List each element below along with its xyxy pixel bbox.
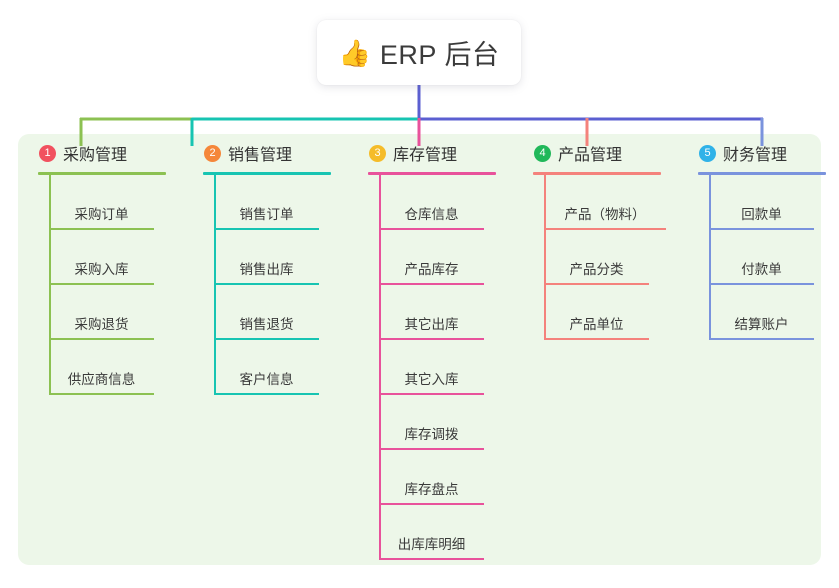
branch-badge-1: 1 [39,144,56,162]
root-node-card[interactable]: 👍 ERP 后台 [317,20,521,85]
leaf-label: 出库库明细 [397,537,466,552]
leaf-item[interactable]: 供应商信息 [49,340,154,395]
branch-title-sales: 销售管理 [228,147,293,164]
leaf-label: 销售订单 [239,207,294,222]
leaf-label: 产品单位 [569,317,624,332]
branch-title-finance: 财务管理 [723,147,788,164]
leaf-label: 供应商信息 [67,372,136,387]
branch-title-inventory: 库存管理 [393,147,458,164]
leaf-item[interactable]: 销售出库 [214,230,319,285]
branch-column-product: 4 产品管理 产品（物料） 产品分类 产品单位 [531,134,696,340]
leaf-label: 产品（物料） [564,207,646,222]
leaf-item[interactable]: 采购入库 [49,230,154,285]
branch-title-purchasing: 采购管理 [63,147,128,164]
branch-underline-5 [698,172,826,175]
branch-underline-3 [368,172,496,175]
leaf-label: 产品库存 [404,262,459,277]
leaf-label: 销售出库 [239,262,294,277]
branch-column-finance: 5 财务管理 回款单 付款单 结算账户 [696,134,839,340]
leaf-label: 其它入库 [404,372,459,387]
leaf-label: 采购订单 [74,207,129,222]
leaf-label: 付款单 [741,262,782,277]
leaf-list-inventory: 仓库信息 产品库存 其它出库 其它入库 库存调拨 库存盘点 出库 [379,175,531,560]
leaf-label: 库存调拨 [404,427,459,442]
leaf-item[interactable]: 仓库信息 [379,175,484,230]
branch-spine-1 [49,175,51,395]
branch-badge-2: 2 [204,144,221,162]
branch-column-sales: 2 销售管理 销售订单 销售出库 销售退货 客户信息 [201,134,366,395]
branch-header-finance[interactable]: 5 财务管理 [696,134,839,172]
leaf-label: 结算账户 [734,317,789,332]
branch-header-sales[interactable]: 2 销售管理 [201,134,366,172]
branch-badge-3: 3 [369,144,386,162]
branch-underline-4 [533,172,661,175]
branch-spine-5 [709,175,711,340]
leaf-item[interactable]: 客户信息 [214,340,319,395]
leaf-item[interactable]: 回款单 [709,175,814,230]
branch-underline-2 [203,172,331,175]
branch-spine-3 [379,175,381,560]
leaf-item[interactable]: 采购订单 [49,175,154,230]
leaf-item[interactable]: 产品分类 [544,230,649,285]
branch-spine-4 [544,175,546,340]
leaf-label: 客户信息 [239,372,294,387]
content-panel [18,134,821,565]
leaf-item[interactable]: 付款单 [709,230,814,285]
branch-column-purchasing: 1 采购管理 采购订单 采购入库 采购退货 供应商信息 [36,134,201,395]
branch-column-inventory: 3 库存管理 仓库信息 产品库存 其它出库 其它入库 库存调拨 [366,134,531,560]
leaf-label: 采购退货 [74,317,129,332]
leaf-item[interactable]: 销售订单 [214,175,319,230]
branch-spine-2 [214,175,216,395]
leaf-item[interactable]: 结算账户 [709,285,814,340]
leaf-item[interactable]: 产品单位 [544,285,649,340]
leaf-item[interactable]: 其它出库 [379,285,484,340]
leaf-label: 回款单 [741,207,782,222]
branch-header-purchasing[interactable]: 1 采购管理 [36,134,201,172]
leaf-item[interactable]: 其它入库 [379,340,484,395]
leaf-label: 采购入库 [74,262,129,277]
thumbs-up-emoji: 👍 [338,37,371,68]
branch-badge-4: 4 [534,144,551,162]
branch-header-product[interactable]: 4 产品管理 [531,134,696,172]
leaf-item[interactable]: 产品库存 [379,230,484,285]
leaf-item[interactable]: 出库库明细 [379,505,484,560]
leaf-list-purchasing: 采购订单 采购入库 采购退货 供应商信息 [49,175,201,395]
leaf-label: 销售退货 [239,317,294,332]
leaf-item[interactable]: 库存盘点 [379,450,484,505]
branch-header-inventory[interactable]: 3 库存管理 [366,134,531,172]
leaf-item[interactable]: 采购退货 [49,285,154,340]
leaf-label: 库存盘点 [404,482,459,497]
leaf-list-sales: 销售订单 销售出库 销售退货 客户信息 [214,175,366,395]
branch-badge-5: 5 [699,144,716,162]
branch-title-product: 产品管理 [558,147,623,164]
leaf-item[interactable]: 销售退货 [214,285,319,340]
leaf-list-finance: 回款单 付款单 结算账户 [709,175,839,340]
leaf-item[interactable]: 产品（物料） [544,175,666,230]
leaf-label: 产品分类 [569,262,624,277]
leaf-item[interactable]: 库存调拨 [379,395,484,450]
root-node-title: ERP 后台 [379,40,500,70]
branch-columns: 1 采购管理 采购订单 采购入库 采购退货 供应商信息 [18,134,826,565]
leaf-label: 仓库信息 [404,207,459,222]
leaf-label: 其它出库 [404,317,459,332]
leaf-list-product: 产品（物料） 产品分类 产品单位 [544,175,696,340]
branch-underline-1 [38,172,166,175]
